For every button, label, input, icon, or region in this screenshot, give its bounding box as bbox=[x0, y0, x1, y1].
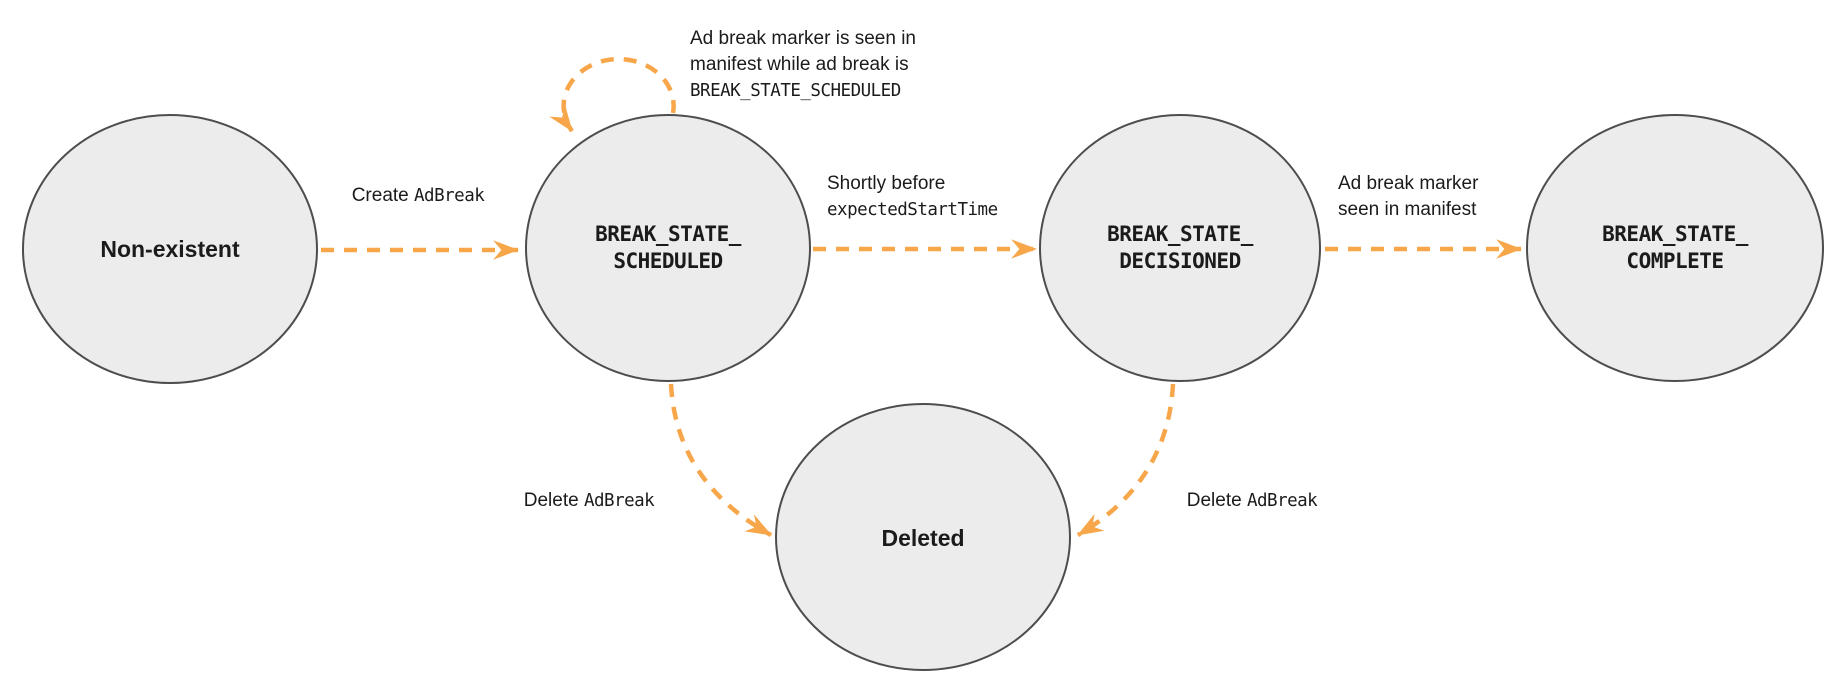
state-label-scheduled: BREAK_STATE_ SCHEDULED bbox=[518, 221, 818, 275]
edge-label-self-loop: Ad break marker is seen in manifest whil… bbox=[690, 26, 916, 104]
edge-label-delete-from-decisioned: Delete AdBreak bbox=[1152, 488, 1352, 514]
edge-label-shortly-before: Shortly before expectedStartTime bbox=[827, 171, 998, 223]
edge-label-shortly-before-code: expectedStartTime bbox=[827, 200, 998, 220]
state-label-decisioned-line2: DECISIONED bbox=[1119, 249, 1241, 273]
edge-label-self-loop-line3-code: BREAK_STATE_SCHEDULED bbox=[690, 81, 901, 101]
edge-label-marker-seen: Ad break marker seen in manifest bbox=[1338, 171, 1478, 223]
edge-label-delete-from-scheduled: Delete AdBreak bbox=[489, 488, 689, 514]
state-circle-decisioned bbox=[1039, 114, 1321, 382]
edge-label-shortly-before-plain: Shortly before bbox=[827, 173, 946, 194]
state-circle-complete bbox=[1526, 114, 1824, 382]
edge-label-create-adbreak-plain: Create bbox=[351, 185, 415, 206]
state-label-complete-line1: BREAK_STATE_ bbox=[1602, 222, 1748, 246]
transition-self-loop-arrow bbox=[549, 56, 676, 133]
edge-label-delete-from-scheduled-code: AdBreak bbox=[583, 491, 655, 511]
state-label-decisioned-line1: BREAK_STATE_ bbox=[1107, 222, 1253, 246]
state-label-non-existent: Non-existent bbox=[100, 236, 240, 262]
state-circle-deleted bbox=[775, 403, 1071, 671]
state-label-decisioned: BREAK_STATE_ DECISIONED bbox=[1030, 221, 1330, 275]
state-circle-non-existent bbox=[22, 114, 318, 384]
state-label-scheduled-line1: BREAK_STATE_ bbox=[595, 222, 741, 246]
state-label-complete: BREAK_STATE_ COMPLETE bbox=[1525, 221, 1825, 275]
state-label-complete-line2: COMPLETE bbox=[1626, 249, 1724, 273]
transition-delete-from-decisioned-arrow bbox=[1076, 383, 1176, 537]
edge-label-self-loop-line1: Ad break marker is seen in bbox=[690, 28, 916, 49]
state-label-scheduled-line2: SCHEDULED bbox=[613, 249, 723, 273]
transition-delete-from-scheduled-arrow bbox=[668, 383, 773, 537]
edge-label-create-adbreak: Create AdBreak bbox=[328, 183, 508, 209]
state-circle-scheduled bbox=[525, 114, 811, 382]
edge-label-create-adbreak-code: AdBreak bbox=[414, 186, 485, 206]
edge-label-marker-seen-line1: Ad break marker bbox=[1338, 173, 1479, 194]
state-label-deleted: Deleted bbox=[881, 525, 965, 551]
edge-label-delete-from-scheduled-plain: Delete bbox=[523, 490, 584, 511]
edge-label-self-loop-line2: manifest while ad break is bbox=[690, 54, 909, 75]
edge-label-delete-from-decisioned-plain: Delete bbox=[1186, 490, 1247, 511]
edge-label-marker-seen-line2: seen in manifest bbox=[1338, 199, 1477, 220]
edge-label-delete-from-decisioned-code: AdBreak bbox=[1246, 491, 1318, 511]
